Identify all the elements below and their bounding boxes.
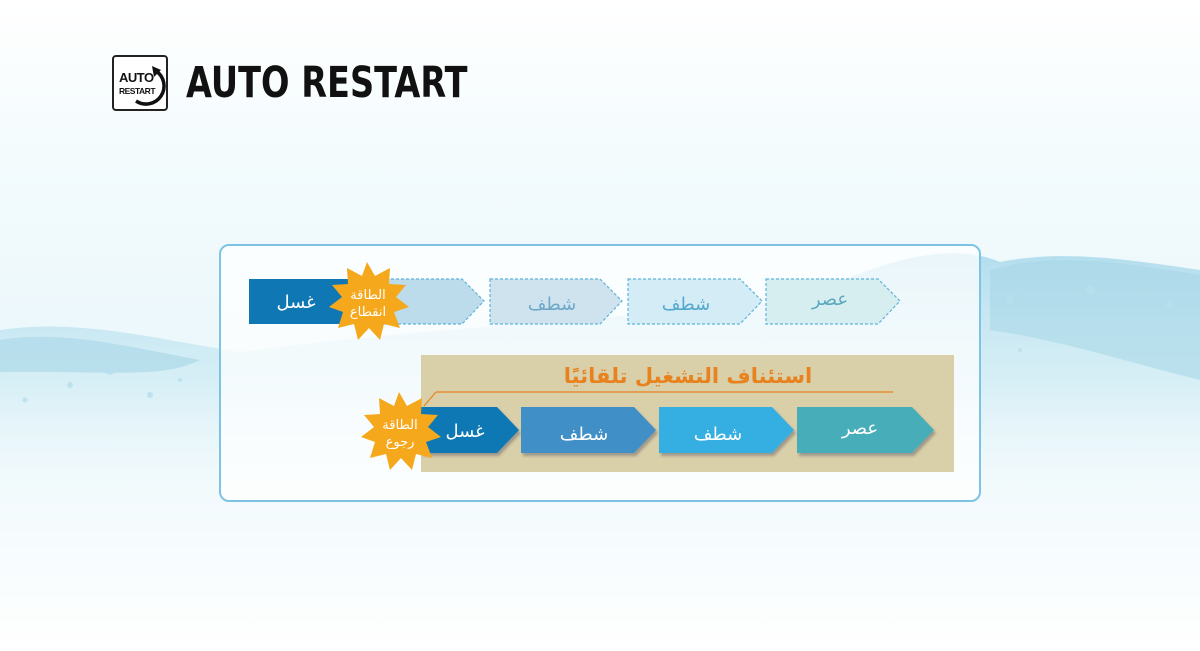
power-off-text-1: الطاقة xyxy=(350,288,385,303)
power-return-burst: الطاقة رجوع xyxy=(361,392,441,470)
row2-label-rinse1: شطف xyxy=(560,424,608,445)
power-return-burst-shape xyxy=(361,392,441,470)
row1-step-rinse1 xyxy=(489,278,623,325)
row1-step-spin xyxy=(765,278,901,325)
row2-step-spin xyxy=(797,407,934,453)
page-title: AUTO RESTART xyxy=(186,58,468,108)
row2-steps xyxy=(421,407,934,453)
row2-step-rinse1 xyxy=(521,407,656,453)
row2-step-wash xyxy=(421,407,519,453)
row1-label-spin: عصر xyxy=(811,289,848,310)
header: AUTO RESTART AUTO RESTART xyxy=(112,55,547,111)
auto-restart-logo: AUTO RESTART xyxy=(112,55,168,111)
row1-label-rinse2: شطف xyxy=(662,294,710,315)
restart-arrow-icon xyxy=(135,66,166,106)
row2-label-wash: غسل xyxy=(445,421,484,442)
power-off-burst: الطاقة انقطاع xyxy=(329,262,409,340)
banner-connector xyxy=(423,391,437,407)
restart-banner-text: استئناف التشغيل تلقائيًا xyxy=(564,364,812,388)
row2-step-rinse2 xyxy=(659,407,794,453)
power-off-text-2: انقطاع xyxy=(350,305,386,320)
power-return-text-2: رجوع xyxy=(386,435,415,450)
logo-text-restart: RESTART xyxy=(119,86,156,96)
power-return-text-1: الطاقة xyxy=(382,418,417,433)
row1-step-rinse2 xyxy=(627,278,763,325)
row1-label-rinse1: شطف xyxy=(528,294,576,315)
logo-text-auto: AUTO xyxy=(119,70,154,85)
row2-label-spin: عصر xyxy=(841,418,878,439)
row2-label-rinse2: شطف xyxy=(694,424,742,445)
row1-label-wash: غسل xyxy=(276,292,315,313)
power-off-burst-shape xyxy=(329,262,409,340)
